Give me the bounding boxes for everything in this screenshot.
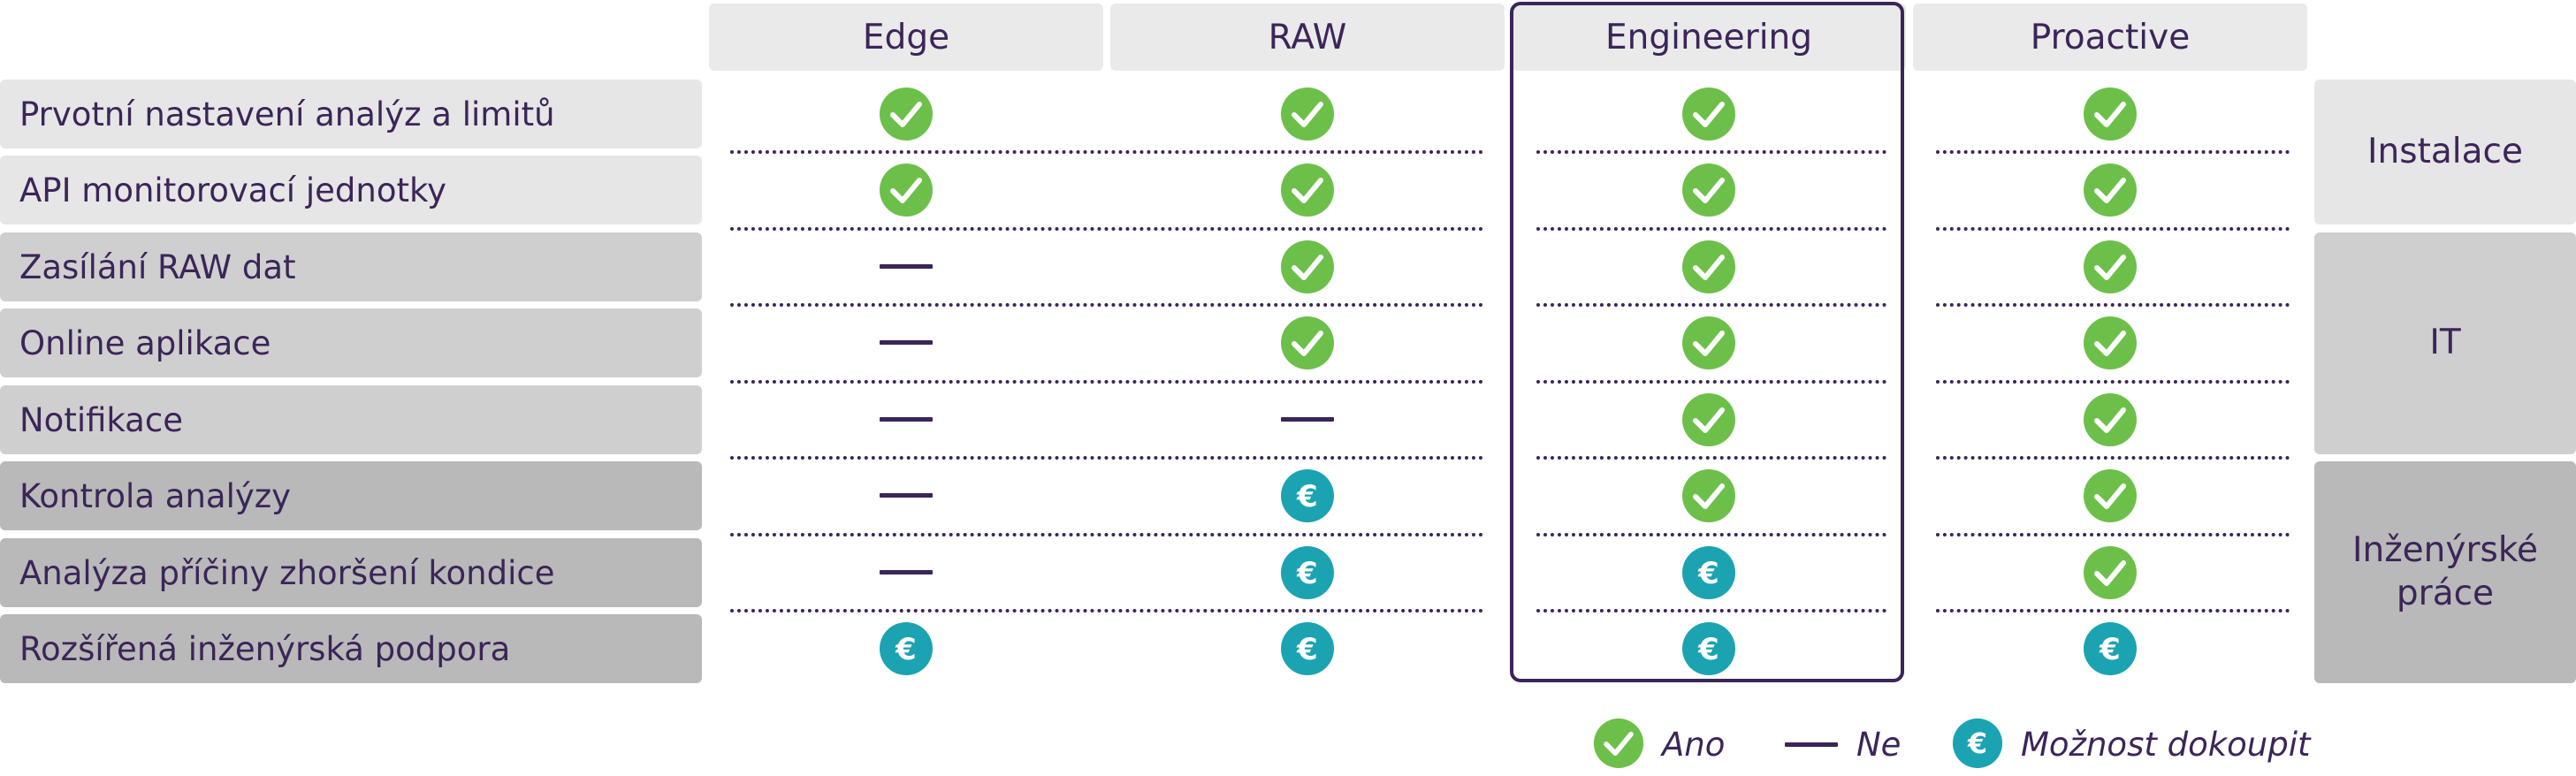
legend-buy-label: Možnost dokoupit — [2021, 726, 2311, 764]
feature-label: Kontrola analýzy — [19, 476, 292, 515]
euro-circle-icon: € — [1681, 621, 1736, 676]
plan-header-label: Edge — [862, 17, 950, 57]
dash-icon — [879, 468, 934, 523]
feature-row: Rozšířená inženýrská podpora — [0, 614, 702, 683]
row-divider — [1936, 533, 2290, 536]
group-label-text: Inženýrské práce — [2351, 529, 2539, 613]
svg-text:€: € — [1296, 632, 1318, 667]
check-circle-icon — [1681, 468, 1736, 523]
group-label-text: Instalace — [2367, 131, 2523, 171]
group-label-text: IT — [2429, 323, 2461, 363]
check-circle-icon — [2083, 240, 2138, 294]
group-label-it: IT — [2314, 232, 2576, 454]
svg-text:€: € — [1967, 727, 1987, 760]
legend-yes-label: Ano — [1662, 726, 1726, 764]
row-divider — [1936, 303, 2290, 307]
feature-row: Zasílání RAW dat — [0, 232, 702, 301]
check-circle-icon — [2083, 316, 2138, 370]
row-divider — [1936, 150, 2290, 154]
check-circle-icon — [2083, 545, 2138, 600]
feature-label: Rozšířená inženýrská podpora — [19, 629, 511, 668]
dash-icon — [879, 316, 934, 370]
feature-row: API monitorovací jednotky — [0, 156, 702, 224]
check-circle-icon — [1681, 240, 1736, 294]
euro-circle-icon: € — [1280, 545, 1335, 600]
dash-icon — [1280, 392, 1335, 447]
check-circle-icon — [1681, 163, 1736, 217]
dash-icon — [879, 392, 934, 447]
euro-circle-icon: € — [1681, 545, 1736, 600]
euro-circle-icon: € — [1952, 718, 2003, 769]
feature-label: Zasílání RAW dat — [19, 247, 296, 286]
row-divider — [1936, 227, 2290, 231]
row-divider — [1536, 609, 1886, 612]
svg-text:€: € — [1296, 556, 1318, 591]
check-circle-icon — [2083, 392, 2138, 447]
legend-no-label: Ne — [1856, 726, 1902, 764]
feature-row: Prvotní nastavení analýz a limitů — [0, 80, 702, 148]
feature-row: Kontrola analýzy — [0, 461, 702, 530]
row-divider — [730, 533, 1483, 536]
plan-header-label: Engineering — [1605, 17, 1812, 57]
svg-text:€: € — [1697, 632, 1719, 667]
feature-row: Notifikace — [0, 385, 702, 454]
check-circle-icon — [1681, 87, 1736, 141]
row-divider — [1536, 380, 1886, 384]
group-label-inzenyrske-prace: Inženýrské práce — [2314, 461, 2576, 683]
row-divider — [730, 227, 1483, 231]
row-divider — [730, 380, 1483, 384]
dash-icon — [879, 545, 934, 600]
dash-icon — [1784, 718, 1839, 769]
check-circle-icon — [879, 163, 934, 217]
row-divider — [730, 456, 1483, 460]
engineering-highlight-box — [1510, 2, 1904, 682]
row-divider — [730, 150, 1483, 154]
feature-row: Online aplikace — [0, 308, 702, 377]
row-divider — [1936, 456, 2290, 460]
euro-circle-icon: € — [2083, 621, 2138, 676]
euro-circle-icon: € — [1280, 621, 1335, 676]
row-divider — [1536, 533, 1886, 536]
feature-label: Notifikace — [19, 400, 183, 439]
feature-label: API monitorovací jednotky — [19, 171, 446, 209]
euro-circle-icon: € — [1280, 468, 1335, 523]
row-divider — [1536, 227, 1886, 231]
check-circle-icon — [2083, 87, 2138, 141]
row-divider — [1536, 303, 1886, 307]
svg-text:€: € — [1296, 479, 1318, 514]
check-circle-icon — [1280, 87, 1335, 141]
check-circle-icon — [1593, 718, 1644, 769]
plan-header-label: Proactive — [2030, 17, 2191, 57]
plan-header-label: RAW — [1268, 17, 1347, 57]
check-circle-icon — [1280, 240, 1335, 294]
svg-text:€: € — [895, 632, 917, 667]
feature-label: Prvotní nastavení analýz a limitů — [19, 95, 555, 133]
check-circle-icon — [1280, 163, 1335, 217]
row-divider — [730, 303, 1483, 307]
check-circle-icon — [1681, 392, 1736, 447]
plan-header-proactive: Proactive — [1913, 4, 2307, 71]
feature-label: Online aplikace — [19, 323, 271, 362]
plan-header-engineering: Engineering — [1512, 4, 1906, 71]
check-circle-icon — [1280, 316, 1335, 370]
feature-row: Analýza příčiny zhoršení kondice — [0, 538, 702, 607]
row-divider — [1936, 609, 2290, 612]
row-divider — [1536, 456, 1886, 460]
row-divider — [730, 609, 1483, 612]
row-divider — [1936, 380, 2290, 384]
group-label-instalace: Instalace — [2314, 80, 2576, 224]
euro-circle-icon: € — [879, 621, 934, 676]
plan-header-edge: Edge — [709, 4, 1103, 71]
dash-icon — [879, 240, 934, 294]
check-circle-icon — [2083, 163, 2138, 217]
feature-label: Analýza příčiny zhoršení kondice — [19, 553, 555, 592]
check-circle-icon — [2083, 468, 2138, 523]
row-divider — [1536, 150, 1886, 154]
plan-header-raw: RAW — [1110, 4, 1505, 71]
svg-text:€: € — [2099, 632, 2121, 667]
svg-text:€: € — [1697, 556, 1719, 591]
check-circle-icon — [1681, 316, 1736, 370]
check-circle-icon — [879, 87, 934, 141]
